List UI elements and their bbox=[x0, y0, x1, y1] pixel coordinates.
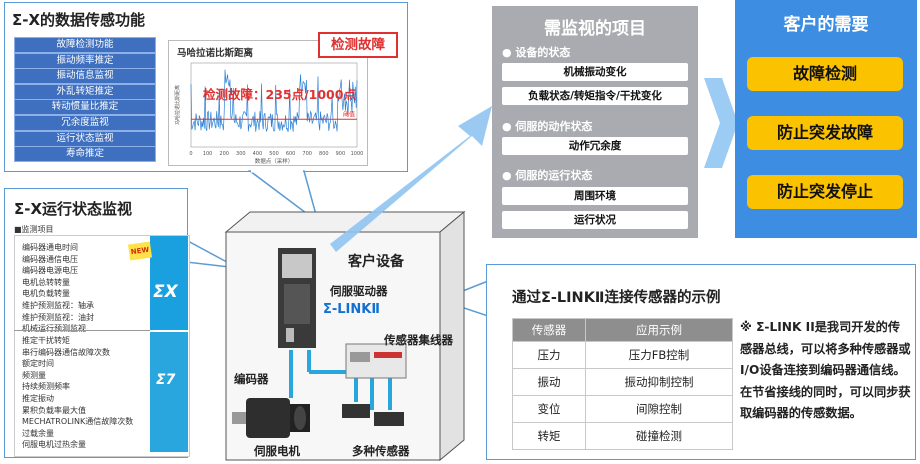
function-item: 冗余度监视 bbox=[14, 115, 156, 131]
x-tick-label: 0 bbox=[189, 151, 192, 157]
monitor-list-item: 频测量 bbox=[22, 370, 46, 380]
sigma-x-logo: ΣX bbox=[153, 282, 178, 302]
chart-axes bbox=[190, 62, 358, 148]
cell: 压力 bbox=[512, 341, 586, 369]
table-row: 压力压力FB控制 bbox=[512, 341, 733, 369]
logo-strip-top bbox=[150, 236, 188, 330]
x-tick-label: 500 bbox=[269, 151, 279, 157]
monitor-list-item: 维护预测监视：轴承 bbox=[22, 300, 94, 310]
monitor-list-item: 串行编码器通信故障次数 bbox=[22, 347, 110, 357]
function-item: 故障检测功能 bbox=[14, 37, 156, 53]
group-device-state: ● 设备的状态 bbox=[502, 46, 571, 59]
monitor-list-item: 编码器通电时间 bbox=[22, 243, 78, 252]
cell: 间隙控制 bbox=[585, 395, 733, 423]
x-tick-label: 1000 bbox=[351, 151, 364, 157]
monitor-list-bottom: 推定干扰转矩串行编码器通信故障次数额定时间频测量持续频测频率推定振动累积负载率最… bbox=[22, 335, 133, 451]
x-axis-label: 数据点（采样） bbox=[255, 157, 294, 165]
item-run-status: 运行状况 bbox=[502, 211, 688, 229]
monitor-subtitle: ■监测项目 bbox=[14, 225, 54, 234]
sigma-link-note: ※ Σ-LINK II是我司开发的传感器总线，可以将多种传感器或I/O设备连接到… bbox=[740, 320, 911, 420]
group-servo-run: ● 伺服的运行状态 bbox=[502, 169, 593, 182]
function-item: 振动信息监视 bbox=[14, 68, 156, 85]
encoder-label: 编码器 bbox=[234, 372, 269, 386]
monitor-list-item: 电机总转转量 bbox=[22, 277, 70, 287]
monitor-list-item: 伺服电机过热余量 bbox=[22, 440, 86, 450]
cell: 压力FB控制 bbox=[585, 341, 733, 369]
data-sensing-title: Σ-X的数据传感功能 bbox=[12, 11, 146, 29]
logo-strip-bottom bbox=[150, 332, 188, 452]
monitor-list-item: 推定振动 bbox=[22, 393, 54, 403]
function-item: 振动频率推定 bbox=[14, 52, 156, 69]
col-sensor: 传感器 bbox=[512, 318, 586, 342]
x-tick-label: 100 bbox=[203, 151, 213, 157]
customer-needs-panel: 客户的需要 故障检测 防止突发故障 防止突发停止 bbox=[735, 0, 917, 238]
y-axis-label: 马哈拉诺比斯距离 bbox=[174, 85, 181, 125]
sensor-example-title: 通过Σ-LINKⅡ连接传感器的示例 bbox=[512, 290, 721, 306]
cell: 转矩 bbox=[512, 422, 586, 450]
list-divider bbox=[14, 330, 150, 331]
x-tick-label: 700 bbox=[302, 151, 312, 157]
x-tick-label: 600 bbox=[286, 151, 296, 157]
sensor-hub-label: 传感器集线器 bbox=[384, 333, 453, 347]
function-item: 外乱转矩推定 bbox=[14, 83, 156, 100]
servo-driver-label: 伺服驱动器 bbox=[330, 284, 388, 298]
servo-motor-label: 伺服电机 bbox=[254, 444, 300, 458]
run-monitor-title: Σ-X运行状态监视 bbox=[14, 200, 133, 218]
sensor-example-table: 传感器 应用示例 压力压力FB控制 振动振动抑制控制 变位间隙控制 转矩碰撞检测 bbox=[512, 318, 733, 450]
cell: 振动 bbox=[512, 368, 586, 396]
table-row: 变位间隙控制 bbox=[512, 395, 733, 423]
item-environment: 周围环境 bbox=[502, 187, 688, 205]
function-item: 转动惯量比推定 bbox=[14, 99, 156, 116]
item-load: 负载状态/转矩指令/干扰变化 bbox=[502, 87, 688, 105]
function-item: 运行状态监视 bbox=[14, 130, 156, 147]
monitor-list-top: 编码器通电时间编码器通信电压编码器电源电压电机总转转量电机负载转量维护预测监视：… bbox=[22, 242, 94, 335]
need-failure-detect: 故障检测 bbox=[747, 57, 903, 91]
cell: 碰撞检测 bbox=[585, 422, 733, 450]
failure-badge: 检测故障 bbox=[318, 32, 398, 58]
threshold-label: 阈值 bbox=[343, 110, 355, 118]
x-tick-label: 300 bbox=[236, 151, 246, 157]
need-prevent-failure: 防止突发故障 bbox=[747, 116, 903, 150]
monitor-items-panel: 需监视的项目 ● 设备的状态 机械振动变化 负载状态/转矩指令/干扰变化 ● 伺… bbox=[492, 6, 698, 238]
customer-needs-title: 客户的需要 bbox=[783, 15, 869, 35]
cell: 振动抑制控制 bbox=[585, 368, 733, 396]
item-vibration: 机械振动变化 bbox=[502, 63, 688, 81]
x-tick-label: 400 bbox=[253, 151, 263, 157]
chevron-arrow-icon bbox=[704, 78, 738, 168]
function-item: 寿命推定 bbox=[14, 146, 156, 163]
group-servo-action: ● 伺服的动作状态 bbox=[502, 120, 593, 133]
mahalanobis-chart: 马哈拉诺比斯距离 阈值 0 100 200 300 400 500 600 700 800 900 1… bbox=[168, 40, 368, 166]
table-row: 转矩碰撞检测 bbox=[512, 422, 733, 450]
x-tick-label: 800 bbox=[319, 151, 329, 157]
x-tick-label: 900 bbox=[336, 151, 346, 157]
monitor-list-item: 过载余量 bbox=[22, 428, 54, 438]
chart-title: 马哈拉诺比斯距离 bbox=[177, 48, 254, 59]
monitor-list-item: 额定时间 bbox=[22, 359, 54, 369]
monitor-list-item: 电机负载转量 bbox=[22, 289, 70, 299]
monitor-list-item: 编码器通信电压 bbox=[22, 254, 78, 264]
table-row: 振动振动抑制控制 bbox=[512, 368, 733, 396]
sensors-label: 多种传感器 bbox=[352, 444, 410, 458]
monitor-list-item: 编码器电源电压 bbox=[22, 266, 78, 276]
cell: 变位 bbox=[512, 395, 586, 423]
monitor-list-item: 累积负载率最大值 bbox=[22, 405, 86, 415]
signal-line bbox=[190, 69, 358, 132]
sigma-link-label: Σ-LINKⅡ bbox=[323, 302, 380, 317]
equipment-title: 客户设备 bbox=[348, 254, 404, 270]
monitor-list-item: 机械运行预测监视 bbox=[22, 324, 86, 334]
monitor-list-item: MECHATROLINK通信故障次数 bbox=[22, 417, 134, 427]
x-tick-label: 200 bbox=[219, 151, 229, 157]
chart-plot: 阈值 0 100 200 300 400 500 600 700 800 900 1000 数据点（采样… bbox=[174, 62, 364, 165]
col-example: 应用示例 bbox=[585, 318, 733, 342]
monitor-list-item: 维护预测监视：油封 bbox=[22, 312, 94, 322]
monitor-items-title: 需监视的项目 bbox=[544, 19, 646, 39]
monitor-list-item: 推定干扰转矩 bbox=[22, 336, 70, 345]
sigma-7-logo: Σ7 bbox=[156, 372, 176, 388]
failure-annotation: 检测故障：235点/1000点 bbox=[203, 87, 356, 102]
item-redundancy: 动作冗余度 bbox=[502, 137, 688, 155]
monitor-list-item: 持续频测频率 bbox=[22, 382, 70, 392]
need-prevent-stop: 防止突发停止 bbox=[747, 175, 903, 209]
